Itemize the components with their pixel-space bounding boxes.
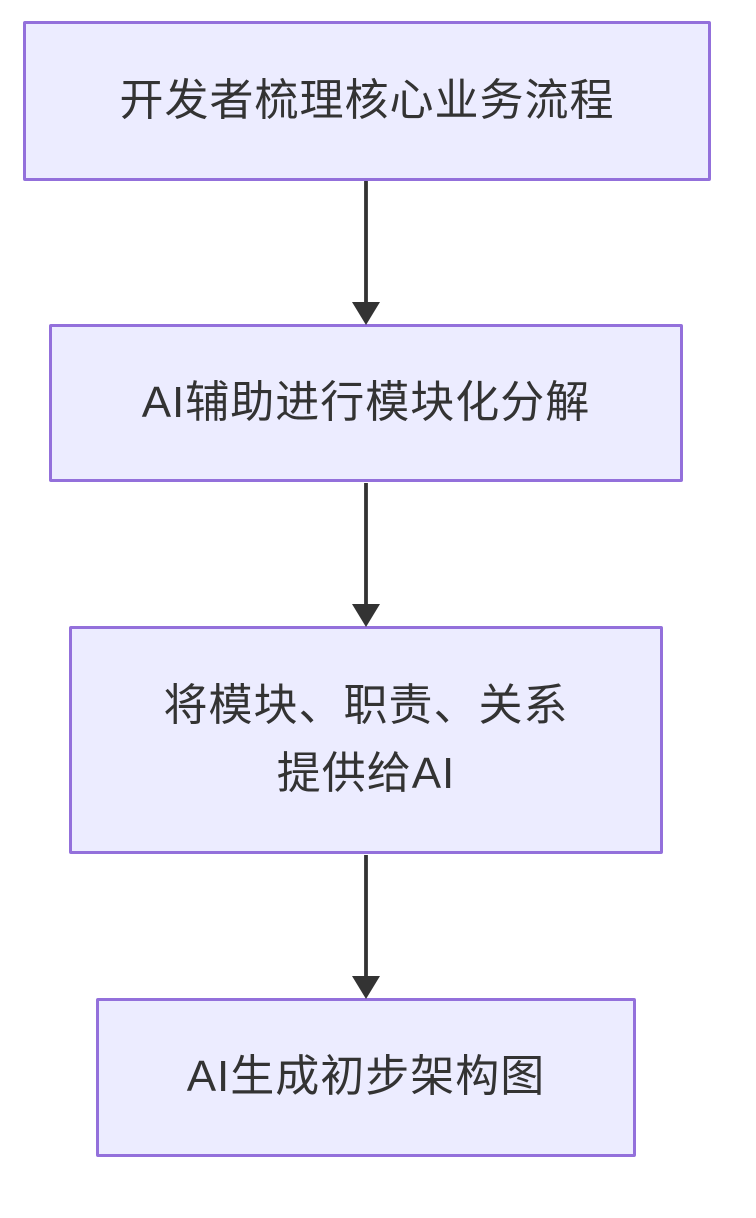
arrow-connector-1 [352, 181, 380, 325]
arrow-head-icon [352, 976, 380, 999]
flow-node-step-3-label: 将模块、职责、关系 提供给AI [163, 680, 569, 798]
arrow-head-icon [352, 302, 380, 325]
flow-node-step-4-label: AI生成初步架构图 [186, 1052, 546, 1102]
flow-node-step-2-label: AI辅助进行模块化分解 [141, 377, 591, 427]
flow-node-step-1-label: 开发者梳理核心业务流程 [119, 75, 615, 125]
flow-node-step-4: AI生成初步架构图 [96, 998, 636, 1157]
flow-node-step-2: AI辅助进行模块化分解 [49, 324, 683, 482]
flow-node-step-3: 将模块、职责、关系 提供给AI [69, 626, 663, 854]
arrow-head-icon [352, 604, 380, 627]
arrow-connector-3 [352, 855, 380, 999]
arrow-connector-2 [352, 483, 380, 627]
flow-node-step-1: 开发者梳理核心业务流程 [23, 21, 711, 181]
